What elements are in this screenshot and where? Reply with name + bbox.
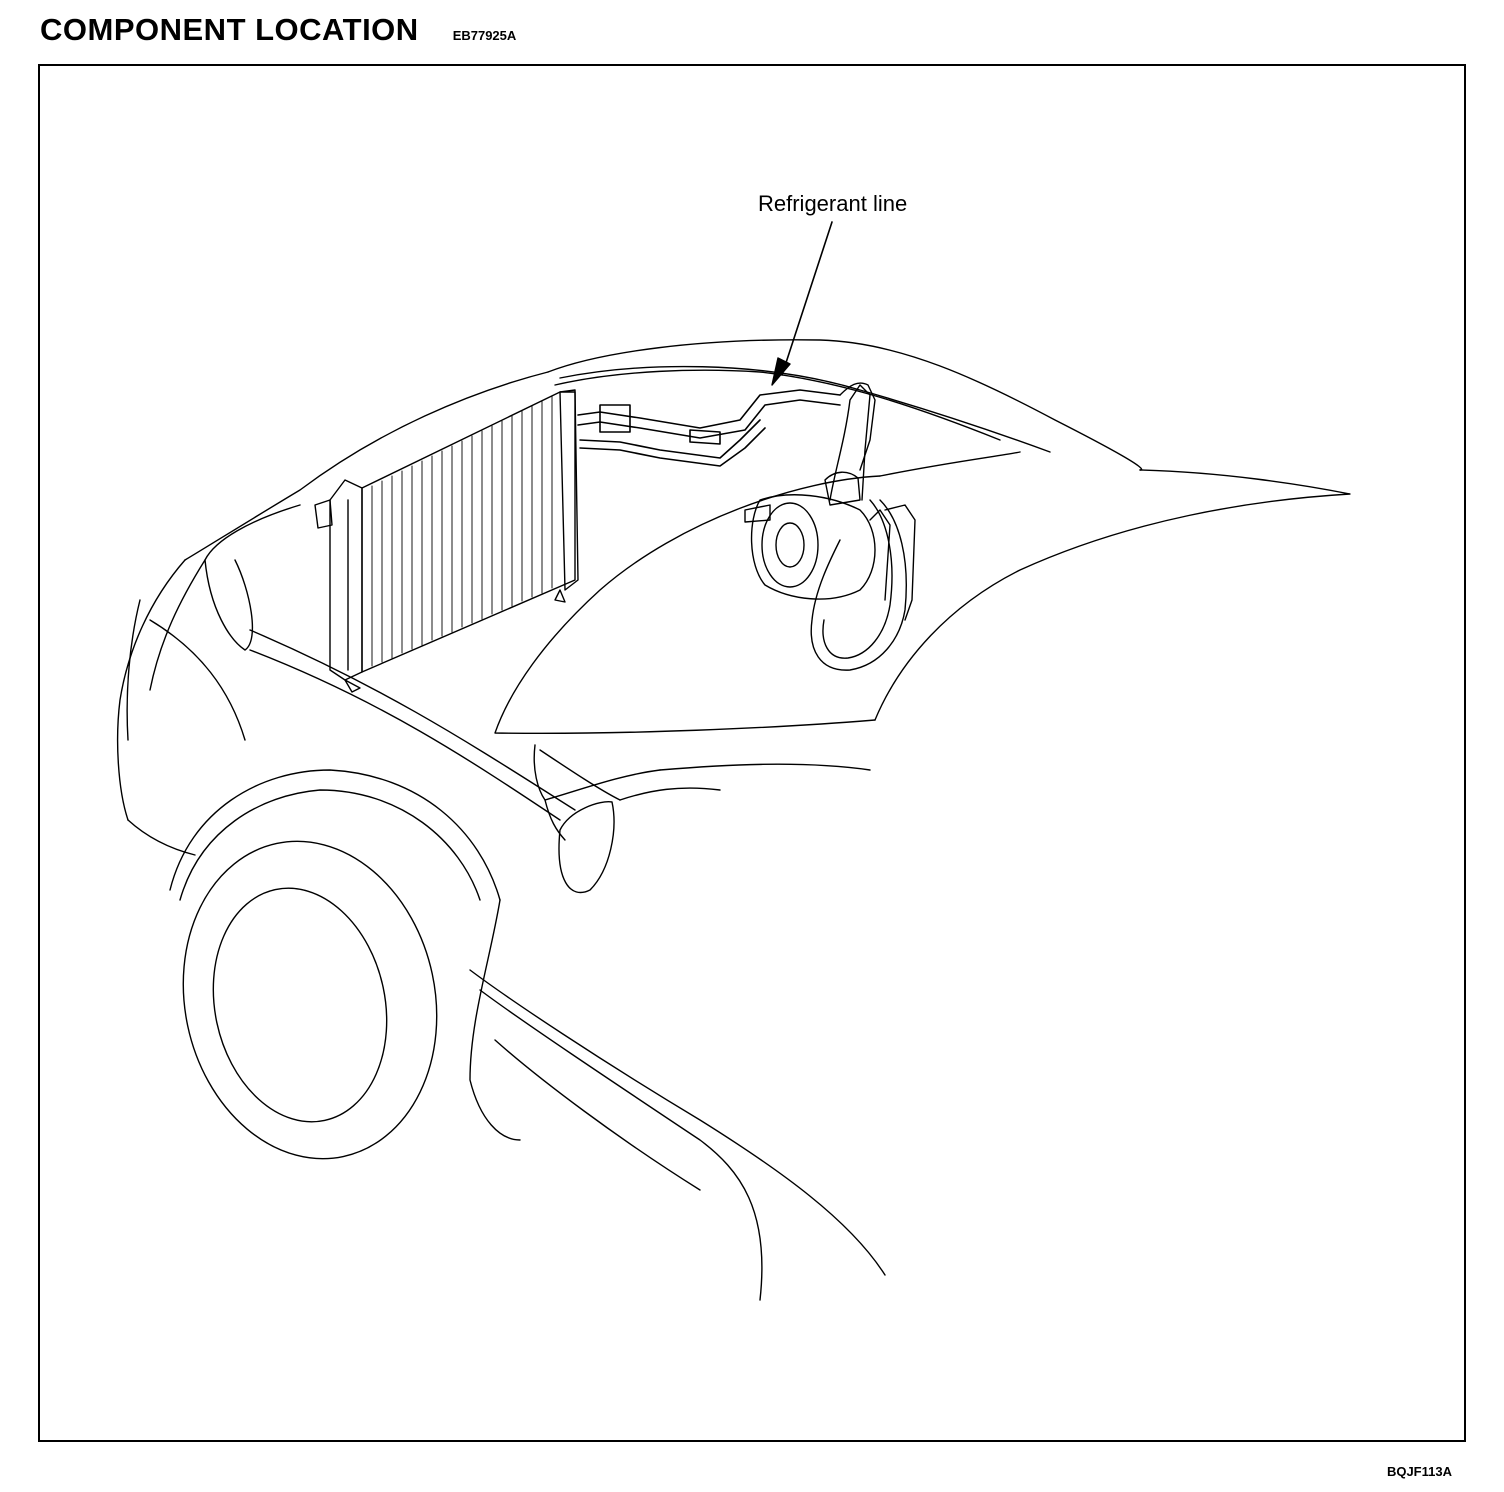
- front-wheel: [169, 769, 501, 1160]
- condenser: [314, 389, 579, 693]
- callout-arrowhead: [771, 357, 791, 386]
- condenser-fins: [371, 395, 553, 667]
- compressor-assembly: [744, 382, 916, 671]
- callout-label-refrigerant-line: Refrigerant line: [758, 191, 907, 216]
- hood-outline: [494, 339, 1351, 735]
- refrigerant-line-callout: Refrigerant line: [758, 191, 907, 386]
- body-side: [469, 744, 886, 1301]
- document-code: EB77925A: [452, 28, 517, 43]
- page-header: COMPONENT LOCATION EB77925A: [40, 12, 516, 56]
- front-fascia: [116, 371, 576, 856]
- diagram-frame: [38, 64, 1466, 1442]
- callout-leader-line: [781, 221, 833, 376]
- refrigerant-lines: [577, 389, 841, 467]
- page-title: COMPONENT LOCATION: [40, 12, 419, 47]
- figure-id: BQJF113A: [1386, 1464, 1452, 1479]
